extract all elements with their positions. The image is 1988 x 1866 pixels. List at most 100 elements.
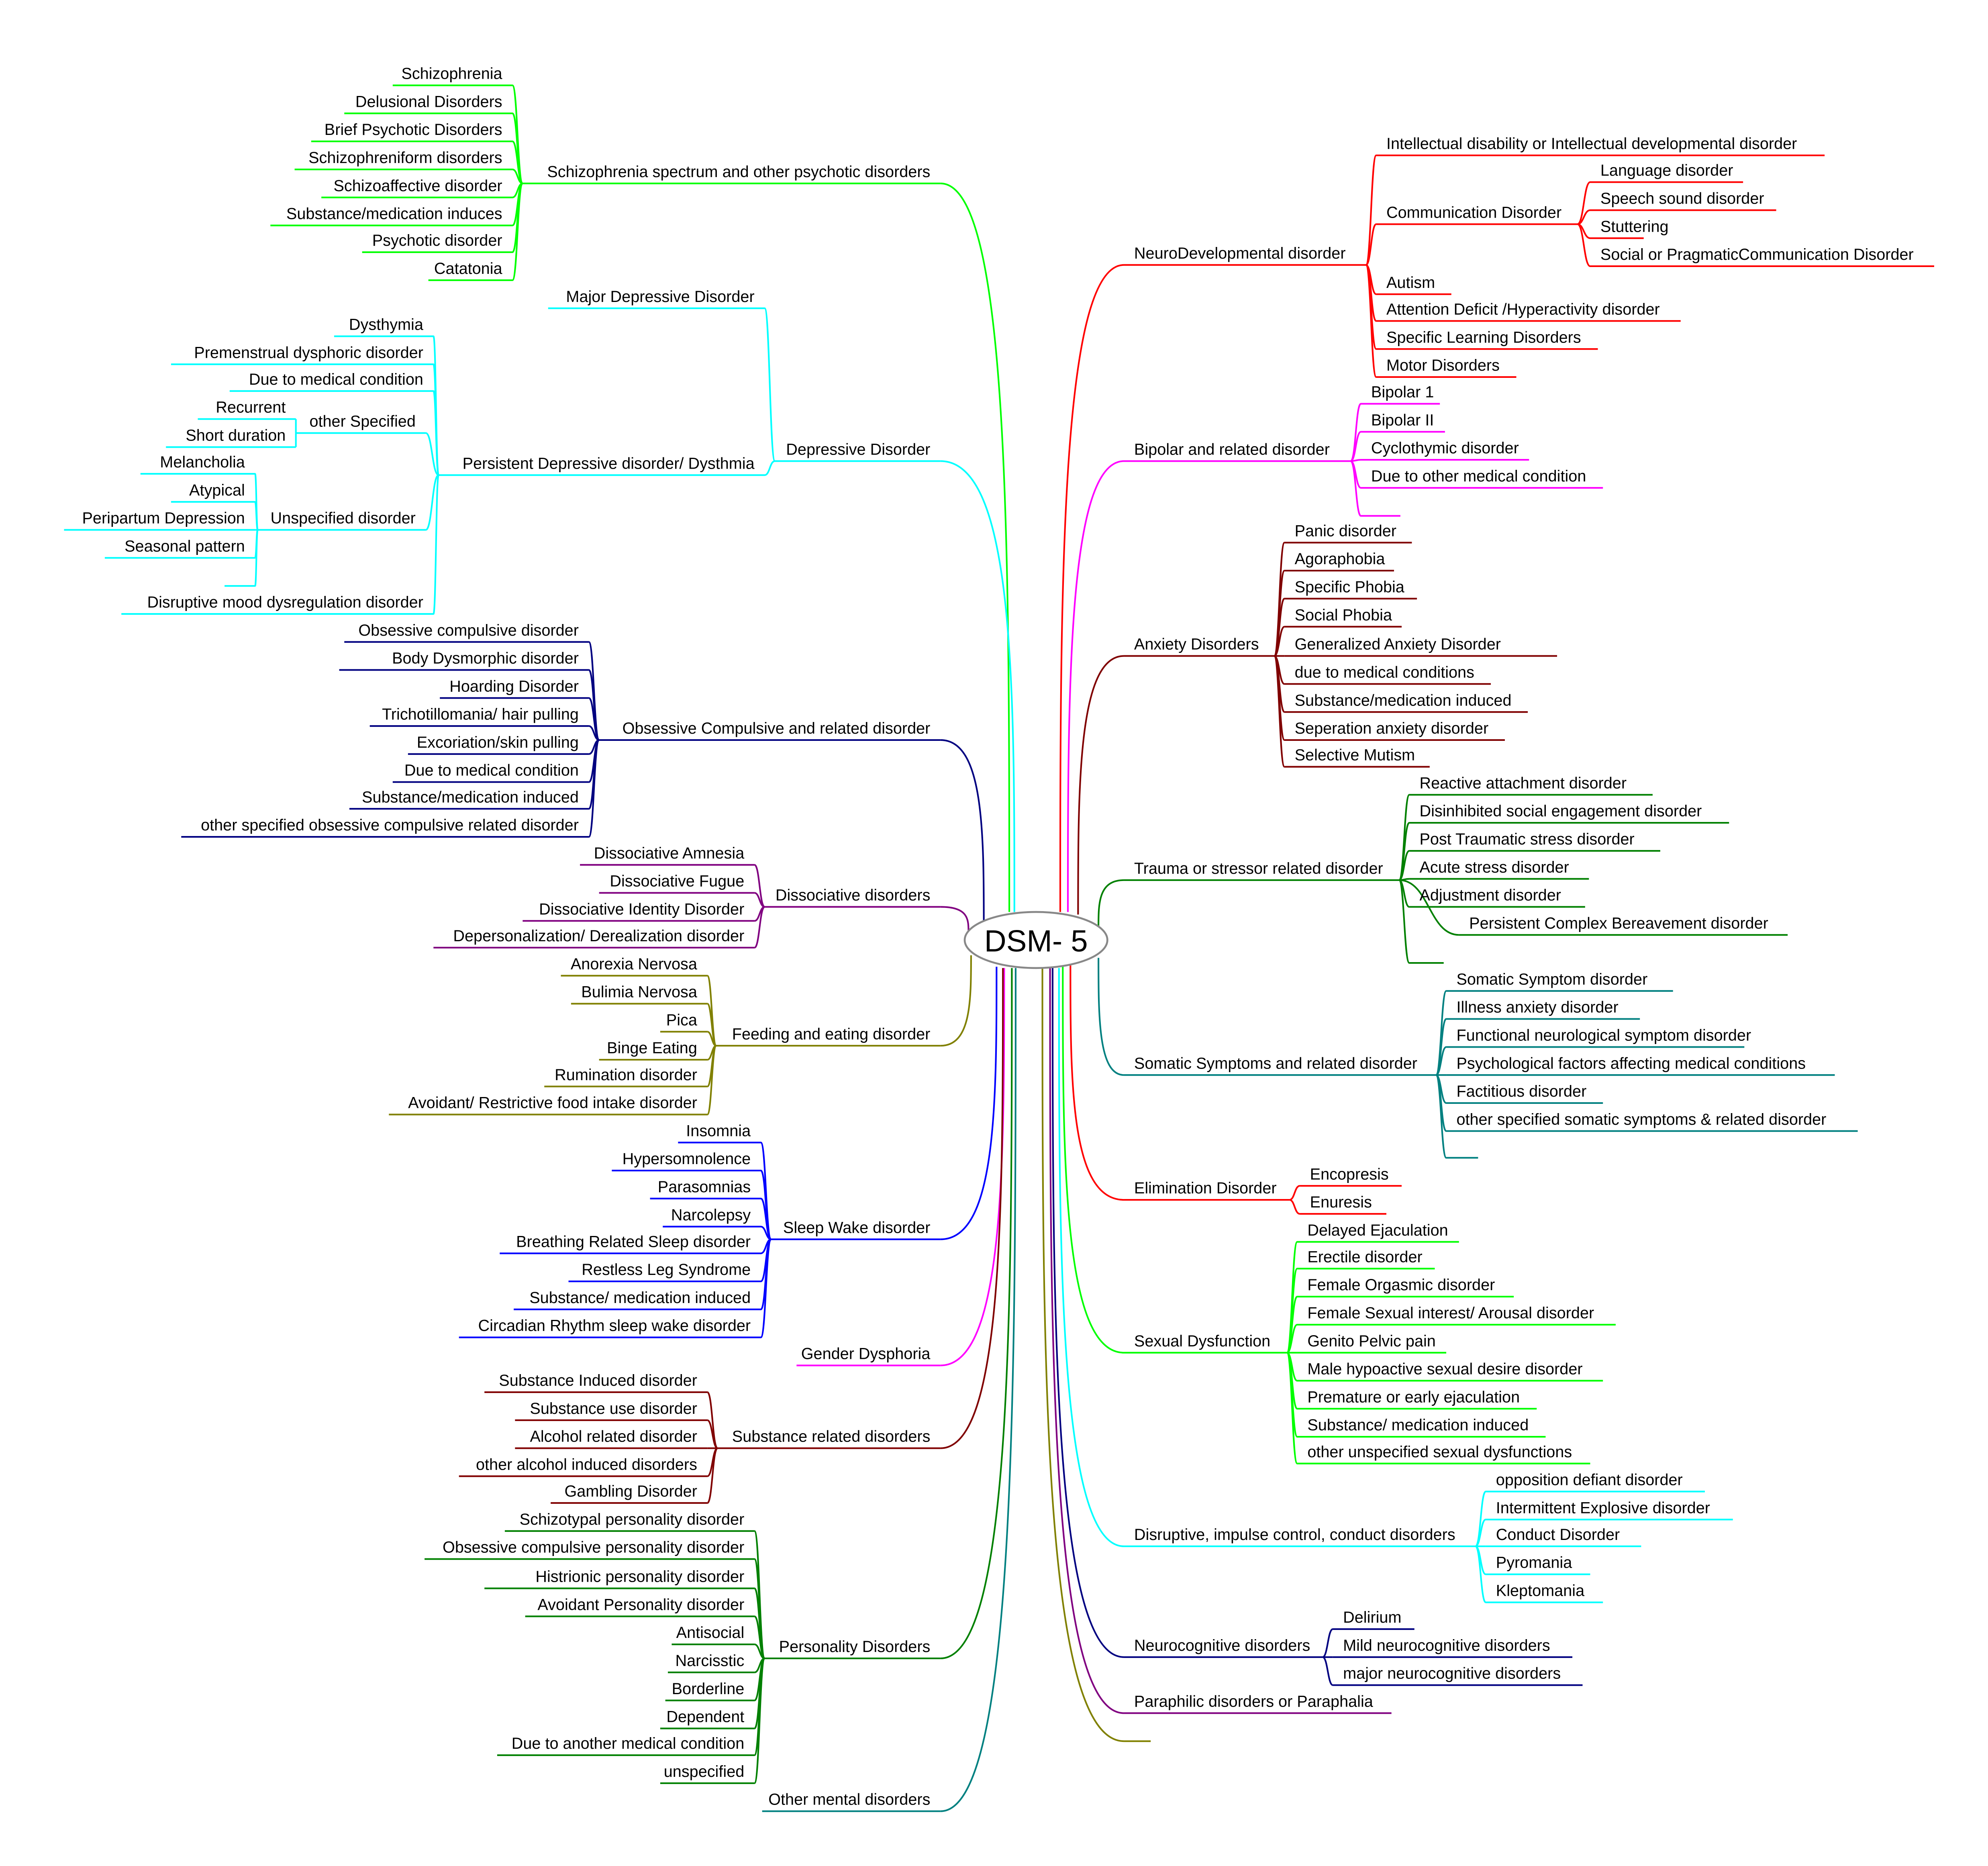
child-connector <box>1322 1628 1333 1658</box>
sub-branch-label: Substance/ medication induced <box>529 1289 751 1307</box>
sub-branch-label: Persistent Complex Bereavement disorder <box>1469 914 1768 932</box>
main-branch: Obsessive Compulsive and related disorde… <box>599 720 941 741</box>
main-branch-label: Sleep Wake disorder <box>783 1219 930 1237</box>
sub-branch-label: Breathing Related Sleep disorder <box>516 1233 751 1250</box>
sub-branch-label: Agoraphobia <box>1295 550 1386 568</box>
sub-branch-label: Short duration <box>186 427 286 445</box>
sub-branch: Schizoaffective disorder <box>321 177 512 198</box>
sub-branch: Melancholia <box>140 453 255 475</box>
child-connector <box>433 474 440 615</box>
sub-branch-label: Major Depressive Disorder <box>566 288 754 306</box>
sub-branch: Avoidant Personality disorder <box>525 1596 755 1617</box>
branch-connectors <box>254 84 1591 1812</box>
sub-branch: Acute stress disorder <box>1409 859 1589 880</box>
root-connector <box>1062 967 1124 1354</box>
sub-branch: Language disorder <box>1590 162 1743 183</box>
root-connector <box>1058 968 1124 1547</box>
sub-branch: Generalized Anxiety Disorder <box>1284 636 1557 657</box>
sub-branch-label: Avoidant Personality disorder <box>537 1596 744 1613</box>
sub-branch: Mild neurocognitive disorders <box>1333 1637 1573 1658</box>
sub-branch: Intellectual disability or Intellectual … <box>1376 135 1825 157</box>
root-connector <box>1041 968 1124 1742</box>
sub-branch: Female Sexual interest/ Arousal disorder <box>1297 1304 1616 1326</box>
child-connector <box>1365 154 1377 266</box>
sub-branch: Circadian Rhythm sleep wake disorder <box>459 1317 761 1338</box>
sub-branch: Anorexia Nervosa <box>561 955 708 977</box>
sub-branch-label: Male hypoactive sexual desire disorder <box>1307 1360 1582 1378</box>
sub-branch-label: Alcohol related disorder <box>530 1428 697 1446</box>
sub-branch: Genito Pelvic pain <box>1297 1332 1447 1354</box>
main-branch-label: Substance related disorders <box>732 1428 931 1446</box>
child-connector <box>1286 1352 1298 1464</box>
sub-branch: Specific Phobia <box>1284 578 1417 600</box>
sub-branch-label: Specific Learning Disorders <box>1386 328 1581 346</box>
sub-branch-label: Histrionic personality disorder <box>535 1568 744 1586</box>
sub-branch: Rumination disorder <box>544 1066 708 1087</box>
sub-branch-label: Catatonia <box>434 260 503 277</box>
sub-branch: Substance/ medication induced <box>1297 1416 1546 1438</box>
sub-branch: Due to other medical condition <box>1361 467 1603 489</box>
sub-branch-label: Substance/medication induces <box>286 205 502 223</box>
child-connector <box>433 390 440 476</box>
sub-branch: Substance/ medication induced <box>514 1289 761 1310</box>
child-connector <box>1289 1199 1300 1215</box>
main-branch: Somatic Symptoms and related disorder <box>1124 1054 1436 1076</box>
sub-branch-label: Restless Leg Syndrome <box>582 1261 751 1279</box>
main-branch: Anxiety Disorders <box>1124 636 1274 657</box>
main-branch-label: Obsessive Compulsive and related disorde… <box>623 720 931 737</box>
sub-branch-label: Dissociative Fugue <box>610 873 744 890</box>
sub-branch: Binge Eating <box>599 1039 708 1061</box>
sub-branch-label: opposition defiant disorder <box>1496 1471 1683 1489</box>
sub-branch: Social Phobia <box>1284 606 1402 628</box>
sub-branch-label: Peripartum Depression <box>82 510 245 527</box>
main-branch-label: Paraphilic disorders or Paraphalia <box>1134 1693 1374 1710</box>
sub-branch-label: Anorexia Nervosa <box>571 955 698 973</box>
sub-branch-label: Erectile disorder <box>1307 1248 1422 1266</box>
sub-branch-label: Persistent Depressive disorder/ Dysthmia <box>463 455 755 472</box>
sub-branch-label: Kleptomania <box>1496 1582 1585 1600</box>
sub-branch: Intermittent Explosive disorder <box>1486 1499 1733 1521</box>
sub-branch-label: Trichotillomania/ hair pulling <box>382 706 579 723</box>
sub-branch: Premenstrual dysphoric disorder <box>171 344 434 365</box>
root-connector <box>1051 968 1124 1658</box>
main-branch-label: Other mental disorders <box>768 1791 930 1809</box>
child-connector <box>706 1447 718 1504</box>
sub-branch: Agoraphobia <box>1284 550 1394 572</box>
root-connector <box>1098 958 1124 1076</box>
root-connector <box>940 182 1010 912</box>
root-connector <box>1067 460 1124 912</box>
sub-branch-label: Social or PragmaticCommunication Disorde… <box>1600 246 1914 263</box>
sub-branch: Obsessive compulsive personality disorde… <box>425 1539 755 1560</box>
sub-branch-label: Depersonalization/ Derealization disorde… <box>453 927 744 945</box>
sub-branch: Post Traumatic stress disorder <box>1409 830 1660 852</box>
sub-branch: Bulimia Nervosa <box>571 983 708 1005</box>
sub-branch: other specified somatic symptoms & relat… <box>1446 1111 1858 1132</box>
sub-branch-label: Post Traumatic stress disorder <box>1419 830 1634 848</box>
sub-branch-label: Dissociative Identity Disorder <box>539 901 744 918</box>
sub-branch-label: Bulimia Nervosa <box>581 983 698 1001</box>
sub-branch: major neurocognitive disorders <box>1333 1665 1583 1686</box>
sub-branch: Bipolar 1 <box>1361 383 1440 405</box>
sub-branch-label: Factitious disorder <box>1456 1083 1586 1100</box>
sub-branch-label: Dependent <box>666 1708 744 1726</box>
sub-branch: Psychotic disorder <box>362 232 512 253</box>
sub-branch-label: Hoarding Disorder <box>449 677 579 695</box>
main-branch: Personality Disorders <box>765 1638 941 1660</box>
sub-branch-label: Selective Mutism <box>1295 746 1415 764</box>
sub-branch-label: Illness anxiety disorder <box>1456 999 1618 1016</box>
sub-branch-label: Unspecified disorder <box>271 510 416 527</box>
child-connector <box>1435 1074 1447 1159</box>
sub-branch: Alcohol related disorder <box>515 1428 708 1449</box>
sub-branch: Depersonalization/ Derealization disorde… <box>433 927 755 949</box>
child-connector <box>764 307 776 462</box>
sub-branch-label: Psychological factors affecting medical … <box>1456 1054 1806 1072</box>
sub-branch-label: Bipolar 1 <box>1371 383 1434 401</box>
sub-branch-label: Generalized Anxiety Disorder <box>1295 636 1501 653</box>
root-connector <box>940 968 1016 1812</box>
sub-branch: Substance/medication induced <box>1284 691 1528 713</box>
sub-branch-label: Communication Disorder <box>1386 204 1561 221</box>
sub-branch-label: Narcolepsy <box>671 1206 751 1224</box>
main-branch-label: Dissociative disorders <box>776 887 931 904</box>
main-branch-label: Sexual Dysfunction <box>1134 1332 1270 1350</box>
child-connector <box>760 1197 772 1240</box>
